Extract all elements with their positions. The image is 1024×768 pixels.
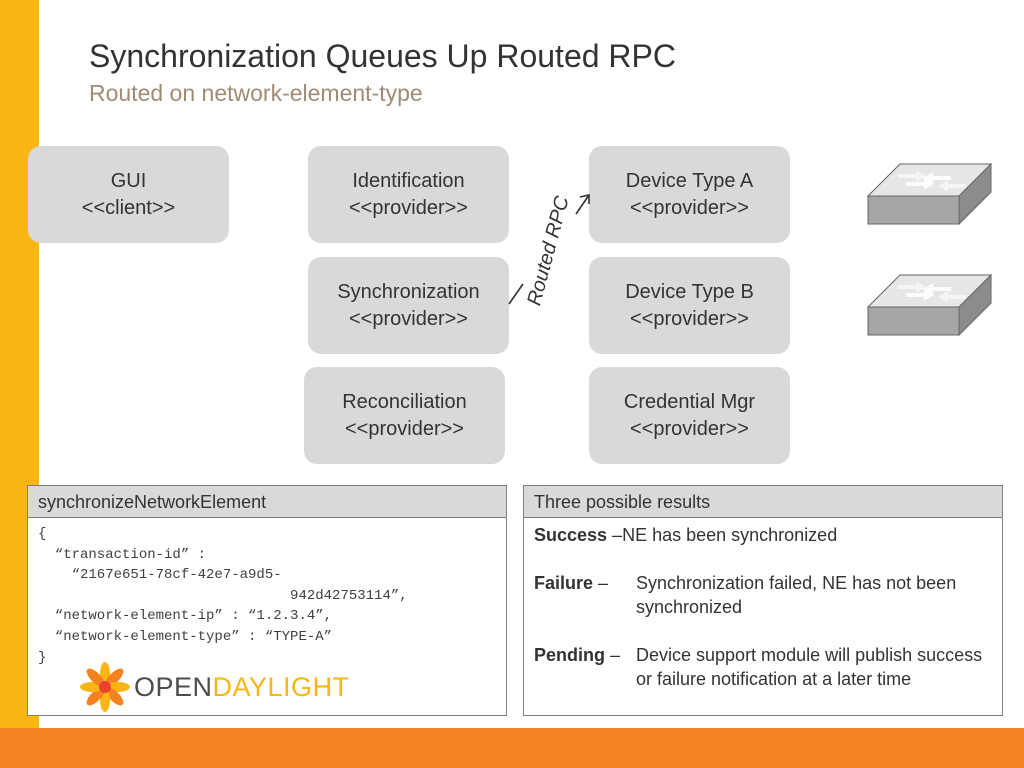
- result-success: Success – NE has been synchronized: [534, 523, 994, 547]
- result-description: NE has been synchronized: [622, 525, 838, 545]
- logo-text-open: OPEN: [134, 671, 213, 702]
- result-separator: –: [607, 525, 623, 545]
- result-failure: Failure – Synchronization failed, NE has…: [534, 571, 994, 619]
- network-switch-icon: [866, 273, 993, 337]
- code-block: { “transaction-id” : “2167e651-78cf-42e7…: [38, 526, 408, 666]
- sun-logo-icon: [80, 662, 130, 712]
- result-description: Synchronization failed, NE has not been …: [636, 573, 957, 617]
- bottom-accent-bar: [0, 728, 1024, 768]
- credential-mgr-provider-box: Credential Mgr <<provider>>: [589, 367, 790, 464]
- network-switch-icon: [866, 162, 993, 226]
- reconciliation-provider-box: Reconciliation <<provider>>: [304, 367, 505, 464]
- code-panel: synchronizeNetworkElement { “transaction…: [27, 485, 507, 716]
- device-type-b-provider-box: Device Type B <<provider>>: [589, 257, 790, 354]
- component-role: <<provider>>: [349, 307, 468, 330]
- component-role: <<provider>>: [630, 417, 749, 440]
- gui-client-box: GUI <<client>>: [28, 146, 229, 243]
- component-role: <<client>>: [81, 196, 176, 219]
- result-separator: –: [593, 573, 609, 593]
- slide-subtitle: Routed on network-element-type: [89, 80, 423, 106]
- component-role: <<provider>>: [349, 196, 468, 219]
- component-name: Device Type A: [625, 169, 754, 192]
- result-description: Device support module will publish succe…: [636, 645, 983, 689]
- device-type-a-provider-box: Device Type A <<provider>>: [589, 146, 790, 243]
- results-list: Success – NE has been synchronized Failu…: [524, 518, 1002, 691]
- opendaylight-logo: OPENDAYLIGHT: [80, 662, 350, 712]
- code-panel-title: synchronizeNetworkElement: [28, 486, 506, 518]
- component-name: Credential Mgr: [623, 390, 756, 413]
- identification-provider-box: Identification <<provider>>: [308, 146, 509, 243]
- component-role: <<provider>>: [630, 307, 749, 330]
- component-role: <<provider>>: [630, 196, 749, 219]
- synchronization-provider-box: Synchronization <<provider>>: [308, 257, 509, 354]
- result-label: Success: [534, 525, 608, 545]
- component-name: Identification: [352, 169, 465, 192]
- result-separator: –: [605, 645, 621, 665]
- component-role: <<provider>>: [345, 417, 464, 440]
- component-name: Reconciliation: [342, 390, 467, 413]
- results-panel-title: Three possible results: [524, 486, 1002, 518]
- component-name: Synchronization: [337, 280, 480, 303]
- results-panel: Three possible results Success – NE has …: [523, 485, 1003, 716]
- result-label: Pending: [534, 645, 605, 665]
- component-name: GUI: [110, 169, 147, 192]
- logo-wordmark: OPENDAYLIGHT: [134, 672, 350, 703]
- logo-text-daylight: DAYLIGHT: [212, 671, 350, 702]
- component-name: Device Type B: [625, 280, 754, 303]
- slide-title: Synchronization Queues Up Routed RPC: [89, 38, 676, 74]
- result-pending: Pending – Device support module will pub…: [534, 643, 994, 691]
- result-label: Failure: [534, 573, 594, 593]
